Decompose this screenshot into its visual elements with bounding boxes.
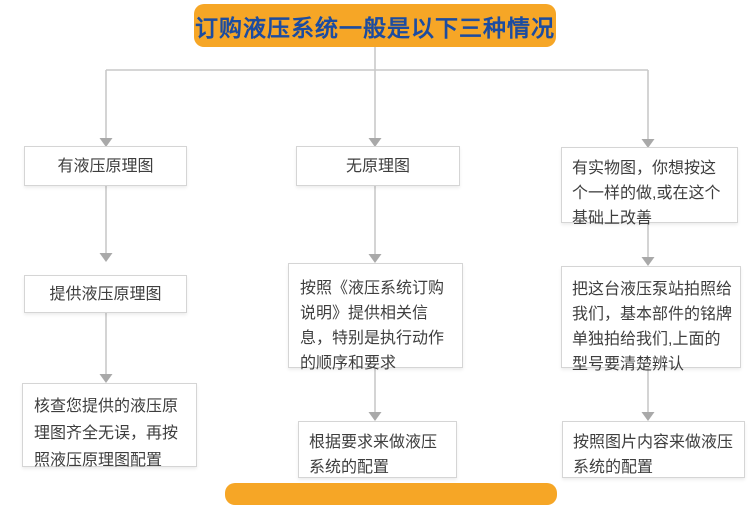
flow-step-text: 提供液压原理图	[49, 285, 162, 303]
flow-step-text: 有实物图，你想按这个一样的做,或在这个基础上改善	[572, 160, 721, 227]
flow-step-box-middle-3: 根据要求来做液压系统的配置	[298, 421, 457, 478]
flow-step-box-left-2: 提供液压原理图	[24, 275, 187, 313]
arrowhead-icon	[641, 412, 655, 421]
flow-step-text: 无原理图	[345, 157, 410, 175]
flow-step-box-middle-1: 无原理图	[296, 146, 460, 186]
flow-step-text: 有液压原理图	[57, 157, 154, 175]
arrowhead-icon	[368, 412, 382, 421]
bottom-accent-bar	[225, 483, 557, 505]
flow-step-text: 按照图片内容来做液压系统的配置	[573, 434, 734, 476]
flowchart-title-text: 订购液压系统一般是以下三种情况	[195, 14, 555, 41]
flow-step-box-right-1: 有实物图，你想按这个一样的做,或在这个基础上改善	[561, 147, 738, 227]
flow-step-box-left-1: 有液压原理图	[24, 146, 187, 186]
flow-step-text: 按照《液压系统订购说明》提供相关信息，特别是执行动作的顺序和要求	[300, 280, 445, 372]
flow-step-box-right-3: 按照图片内容来做液压系统的配置	[562, 421, 745, 478]
arrowhead-icon	[99, 374, 113, 383]
flow-step-box-middle-2: 按照《液压系统订购说明》提供相关信息，特别是执行动作的顺序和要求	[288, 263, 463, 372]
arrowhead-icon	[368, 254, 382, 263]
flow-step-text: 核查您提供的液压原理图齐全无误，再按照液压原理图配置	[34, 398, 179, 469]
flow-step-box-left-3: 核查您提供的液压原理图齐全无误，再按照液压原理图配置	[22, 383, 197, 469]
flow-step-box-right-2: 把这台液压泵站拍照给我们，基本部件的铭牌单独拍给我们,上面的型号要清楚辨认	[561, 266, 741, 373]
arrowhead-icon	[99, 253, 113, 262]
flow-step-text: 把这台液压泵站拍照给我们，基本部件的铭牌单独拍给我们,上面的型号要清楚辨认	[572, 281, 733, 373]
flow-step-text: 根据要求来做液压系统的配置	[309, 434, 438, 476]
flowchart-canvas: 订购液压系统一般是以下三种情况 有液压原理图 提供液压原理图 核查您提供的液压原…	[22, 4, 745, 505]
arrowhead-icon	[641, 257, 655, 266]
flowchart-title-banner: 订购液压系统一般是以下三种情况	[194, 4, 556, 47]
